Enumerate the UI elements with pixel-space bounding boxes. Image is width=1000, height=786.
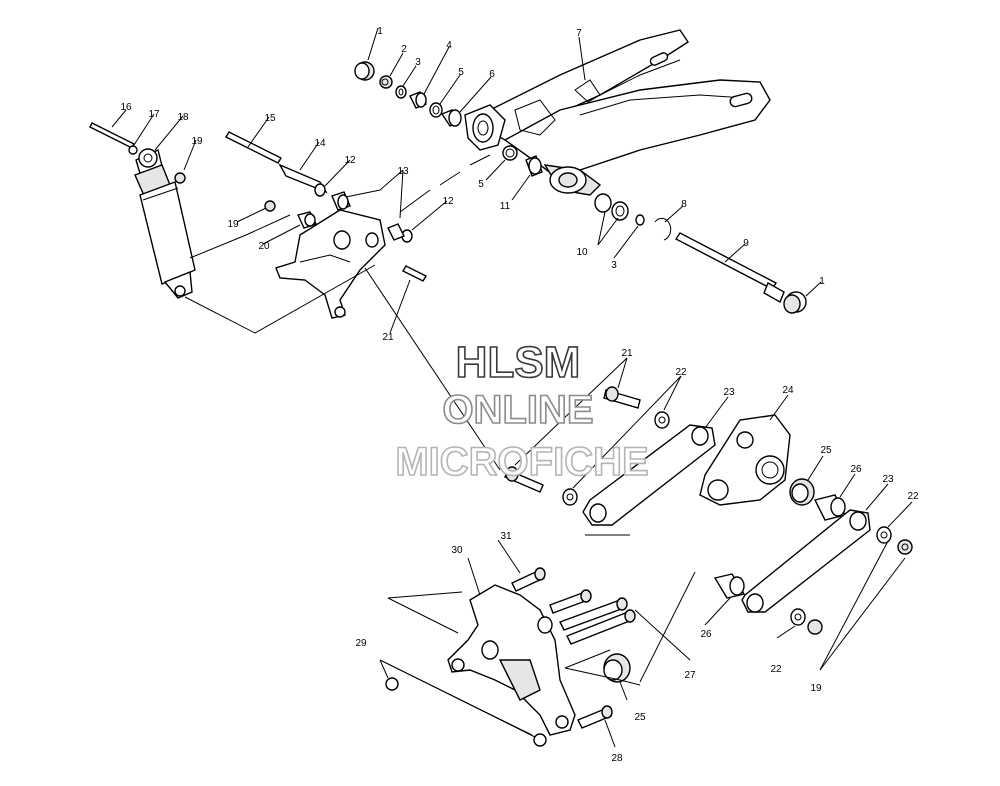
seal-5-upper[interactable] xyxy=(429,102,443,118)
sleeve-26-upper[interactable] xyxy=(813,494,847,521)
swingarm-part[interactable] xyxy=(464,29,771,196)
watermark-line-3: MICROFICHE xyxy=(395,440,648,484)
washer-3-upper[interactable] xyxy=(395,85,407,99)
callout-label: 8 xyxy=(681,199,687,210)
washer-22-left[interactable] xyxy=(562,488,578,506)
bolt-21-left[interactable] xyxy=(504,466,544,493)
callout-label: 7 xyxy=(576,28,582,39)
callout-label: 21 xyxy=(382,332,394,343)
callout-label: 10 xyxy=(576,247,588,258)
washer-22-upper[interactable] xyxy=(654,411,670,429)
callout-label: 14 xyxy=(314,138,326,149)
callout-label: 3 xyxy=(415,57,421,68)
callout-label: 19 xyxy=(191,136,203,147)
callout-label: 1 xyxy=(819,276,825,287)
callout-label: 30 xyxy=(451,545,463,556)
callout-label: 22 xyxy=(770,664,782,675)
callout-label: 19 xyxy=(810,683,822,694)
bearing-6[interactable] xyxy=(440,109,462,127)
nut-2[interactable] xyxy=(379,75,393,89)
bolt-28[interactable] xyxy=(577,705,613,729)
bushing-13[interactable] xyxy=(331,191,351,211)
callout-label: 1 xyxy=(377,26,383,37)
bushing-11[interactable] xyxy=(525,155,543,177)
washer-22-right[interactable] xyxy=(876,526,892,544)
callout-label: 26 xyxy=(850,464,862,475)
callout-label: 20 xyxy=(258,241,270,252)
callout-label: 12 xyxy=(344,155,356,166)
bolt-31[interactable] xyxy=(511,567,546,592)
leader-lines-upper xyxy=(111,27,822,471)
bolt-15[interactable] xyxy=(225,131,282,164)
callout-label: 23 xyxy=(723,387,735,398)
shock-absorber-18[interactable] xyxy=(134,148,196,299)
bolt-21-upper[interactable] xyxy=(402,265,427,282)
callout-label: 31 xyxy=(500,531,512,542)
watermark-line-2: ONLINE xyxy=(442,388,593,432)
sleeve-26-lower[interactable] xyxy=(713,573,746,599)
callout-label: 9 xyxy=(743,238,749,249)
washer-17[interactable] xyxy=(128,145,138,155)
callout-label: 18 xyxy=(177,112,189,123)
callout-label: 29 xyxy=(355,638,367,649)
bolt-16[interactable] xyxy=(89,122,135,149)
washer-3-lower[interactable] xyxy=(635,214,645,226)
callout-label: 2 xyxy=(401,44,407,55)
nut-19-lower[interactable] xyxy=(807,619,823,635)
pivot-bolt-9[interactable] xyxy=(674,232,785,304)
callout-label: 6 xyxy=(489,69,495,80)
callout-label: 3 xyxy=(611,260,617,271)
pivot-cap-1-upper[interactable] xyxy=(354,61,375,81)
callout-label: 5 xyxy=(478,179,484,190)
watermark: HLSM ONLINE MICROFICHE xyxy=(395,337,650,485)
bolts-27[interactable] xyxy=(549,589,636,645)
seal-12-a[interactable] xyxy=(314,183,326,197)
bushing-29-a[interactable] xyxy=(385,677,399,691)
callout-label: 5 xyxy=(458,67,464,78)
callout-label: 27 xyxy=(684,670,696,681)
seal-12-b[interactable] xyxy=(387,223,413,243)
bracket-30[interactable] xyxy=(447,584,576,736)
nut-19-right[interactable] xyxy=(897,539,913,555)
callout-labels: 1 2 3 4 5 6 7 5 11 8 10 3 9 1 16 17 18 1… xyxy=(120,26,919,764)
callout-label: 12 xyxy=(442,196,454,207)
callout-label: 17 xyxy=(148,109,160,120)
callout-label: 22 xyxy=(907,491,919,502)
bearing-10[interactable] xyxy=(594,193,629,221)
callout-label: 23 xyxy=(882,474,894,485)
callout-label: 25 xyxy=(634,712,646,723)
rocker-24[interactable] xyxy=(699,414,791,506)
watermark-line-1: HLSM xyxy=(456,338,581,387)
pivot-cap-1-lower[interactable] xyxy=(783,291,807,314)
callout-label: 26 xyxy=(700,629,712,640)
callout-label: 13 xyxy=(397,166,409,177)
bearing-25-upper[interactable] xyxy=(789,478,815,506)
callout-label: 19 xyxy=(227,219,239,230)
callout-label: 22 xyxy=(675,367,687,378)
callout-label: 15 xyxy=(264,113,276,124)
spacer-4[interactable] xyxy=(409,91,427,109)
bushing-20[interactable] xyxy=(297,211,317,229)
callout-label: 4 xyxy=(446,40,452,51)
link-rod-23-upper[interactable] xyxy=(582,424,716,526)
bushing-29-b[interactable] xyxy=(533,733,547,747)
linkage-rocker[interactable] xyxy=(275,209,386,319)
circlip-8[interactable] xyxy=(654,217,672,241)
callout-label: 21 xyxy=(621,348,633,359)
callout-label: 28 xyxy=(611,753,623,764)
nut-19-mid[interactable] xyxy=(264,200,276,212)
callout-label: 11 xyxy=(500,201,511,212)
nut-19-upper[interactable] xyxy=(174,172,186,184)
bolt-21-right[interactable] xyxy=(603,386,641,409)
callout-label: 25 xyxy=(820,445,832,456)
link-rod-23-lower[interactable] xyxy=(741,509,871,613)
sleeve-14[interactable] xyxy=(278,163,328,194)
callout-label: 16 xyxy=(120,102,132,113)
seal-5-lower[interactable] xyxy=(502,145,518,161)
washer-22-lower[interactable] xyxy=(790,608,806,626)
leader-lines-lower xyxy=(379,357,913,748)
callout-label: 24 xyxy=(782,385,794,396)
bearing-25-lower[interactable] xyxy=(603,653,631,683)
